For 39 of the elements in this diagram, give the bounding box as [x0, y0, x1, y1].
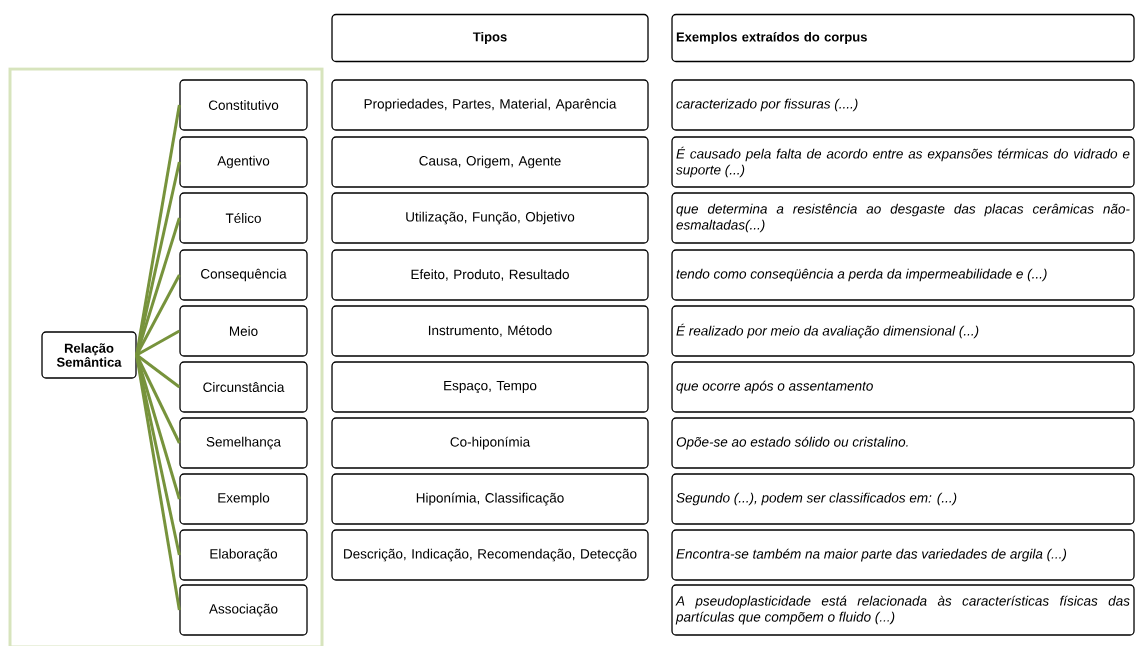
- example-box: É realizado por meio da avaliação dimensional (...): [671, 305, 1135, 357]
- type-box: Co-hiponímia: [331, 417, 649, 469]
- example-box: Segundo (...), podem ser classificados em: (...): [671, 473, 1135, 525]
- example-box: A pseudoplasticidade está relacionada às características físicas das partículas que compõem o fluido (...): [671, 584, 1135, 636]
- category-box: Constitutivo: [179, 79, 308, 131]
- category-box: Circunstância: [179, 361, 308, 413]
- connector-line: [135, 354, 181, 611]
- category-box: Semelhança: [179, 417, 308, 469]
- example-box: que determina a resistência ao desgaste das placas cerâmicas não-esmaltadas(...): [671, 192, 1135, 244]
- category-box: Télico: [179, 192, 308, 244]
- column-header: Exemplos extraídos do corpus: [671, 13, 1135, 63]
- connector-line: [135, 161, 181, 356]
- category-box: Consequência: [179, 249, 308, 301]
- type-box: Causa, Origem, Agente: [331, 136, 649, 188]
- example-box: que ocorre após o assentamento: [671, 361, 1135, 413]
- connector-line: [135, 217, 181, 356]
- example-box: tendo como conseqüência a perda da impermeabilidade e (...): [671, 249, 1135, 301]
- category-box: Elaboração: [179, 529, 308, 581]
- type-box: Efeito, Produto, Resultado: [331, 249, 649, 301]
- category-box: Exemplo: [179, 473, 308, 525]
- root-box: Relação Semântica: [41, 331, 137, 379]
- panel-frame: [8, 67, 324, 646]
- category-box: Meio: [179, 305, 308, 357]
- type-box: Descrição, Indicação, Recomendação, Detecção: [331, 529, 649, 581]
- type-box: Espaço, Tempo: [331, 361, 649, 413]
- category-box: Associação: [179, 584, 308, 636]
- connector-line: [135, 354, 181, 500]
- type-box: Utilização, Função, Objetivo: [331, 192, 649, 244]
- category-box: Agentivo: [179, 136, 308, 188]
- connector-line: [135, 353, 181, 389]
- column-header: Tipos: [331, 13, 649, 63]
- type-box: Hiponímia, Classificação: [331, 473, 649, 525]
- connector-line: [135, 329, 181, 357]
- example-box: É causado pela falta de acordo entre as expansões térmicas do vidrado e suporte (...): [671, 136, 1135, 188]
- example-box: Opõe-se ao estado sólido ou cristalino.: [671, 417, 1135, 469]
- example-box: Encontra-se também na maior parte das variedades de argila (...): [671, 529, 1135, 581]
- example-box: caracterizado por fissuras (....): [671, 79, 1135, 131]
- type-box: Propriedades, Partes, Material, Aparência: [331, 79, 649, 131]
- type-box: Instrumento, Método: [331, 305, 649, 357]
